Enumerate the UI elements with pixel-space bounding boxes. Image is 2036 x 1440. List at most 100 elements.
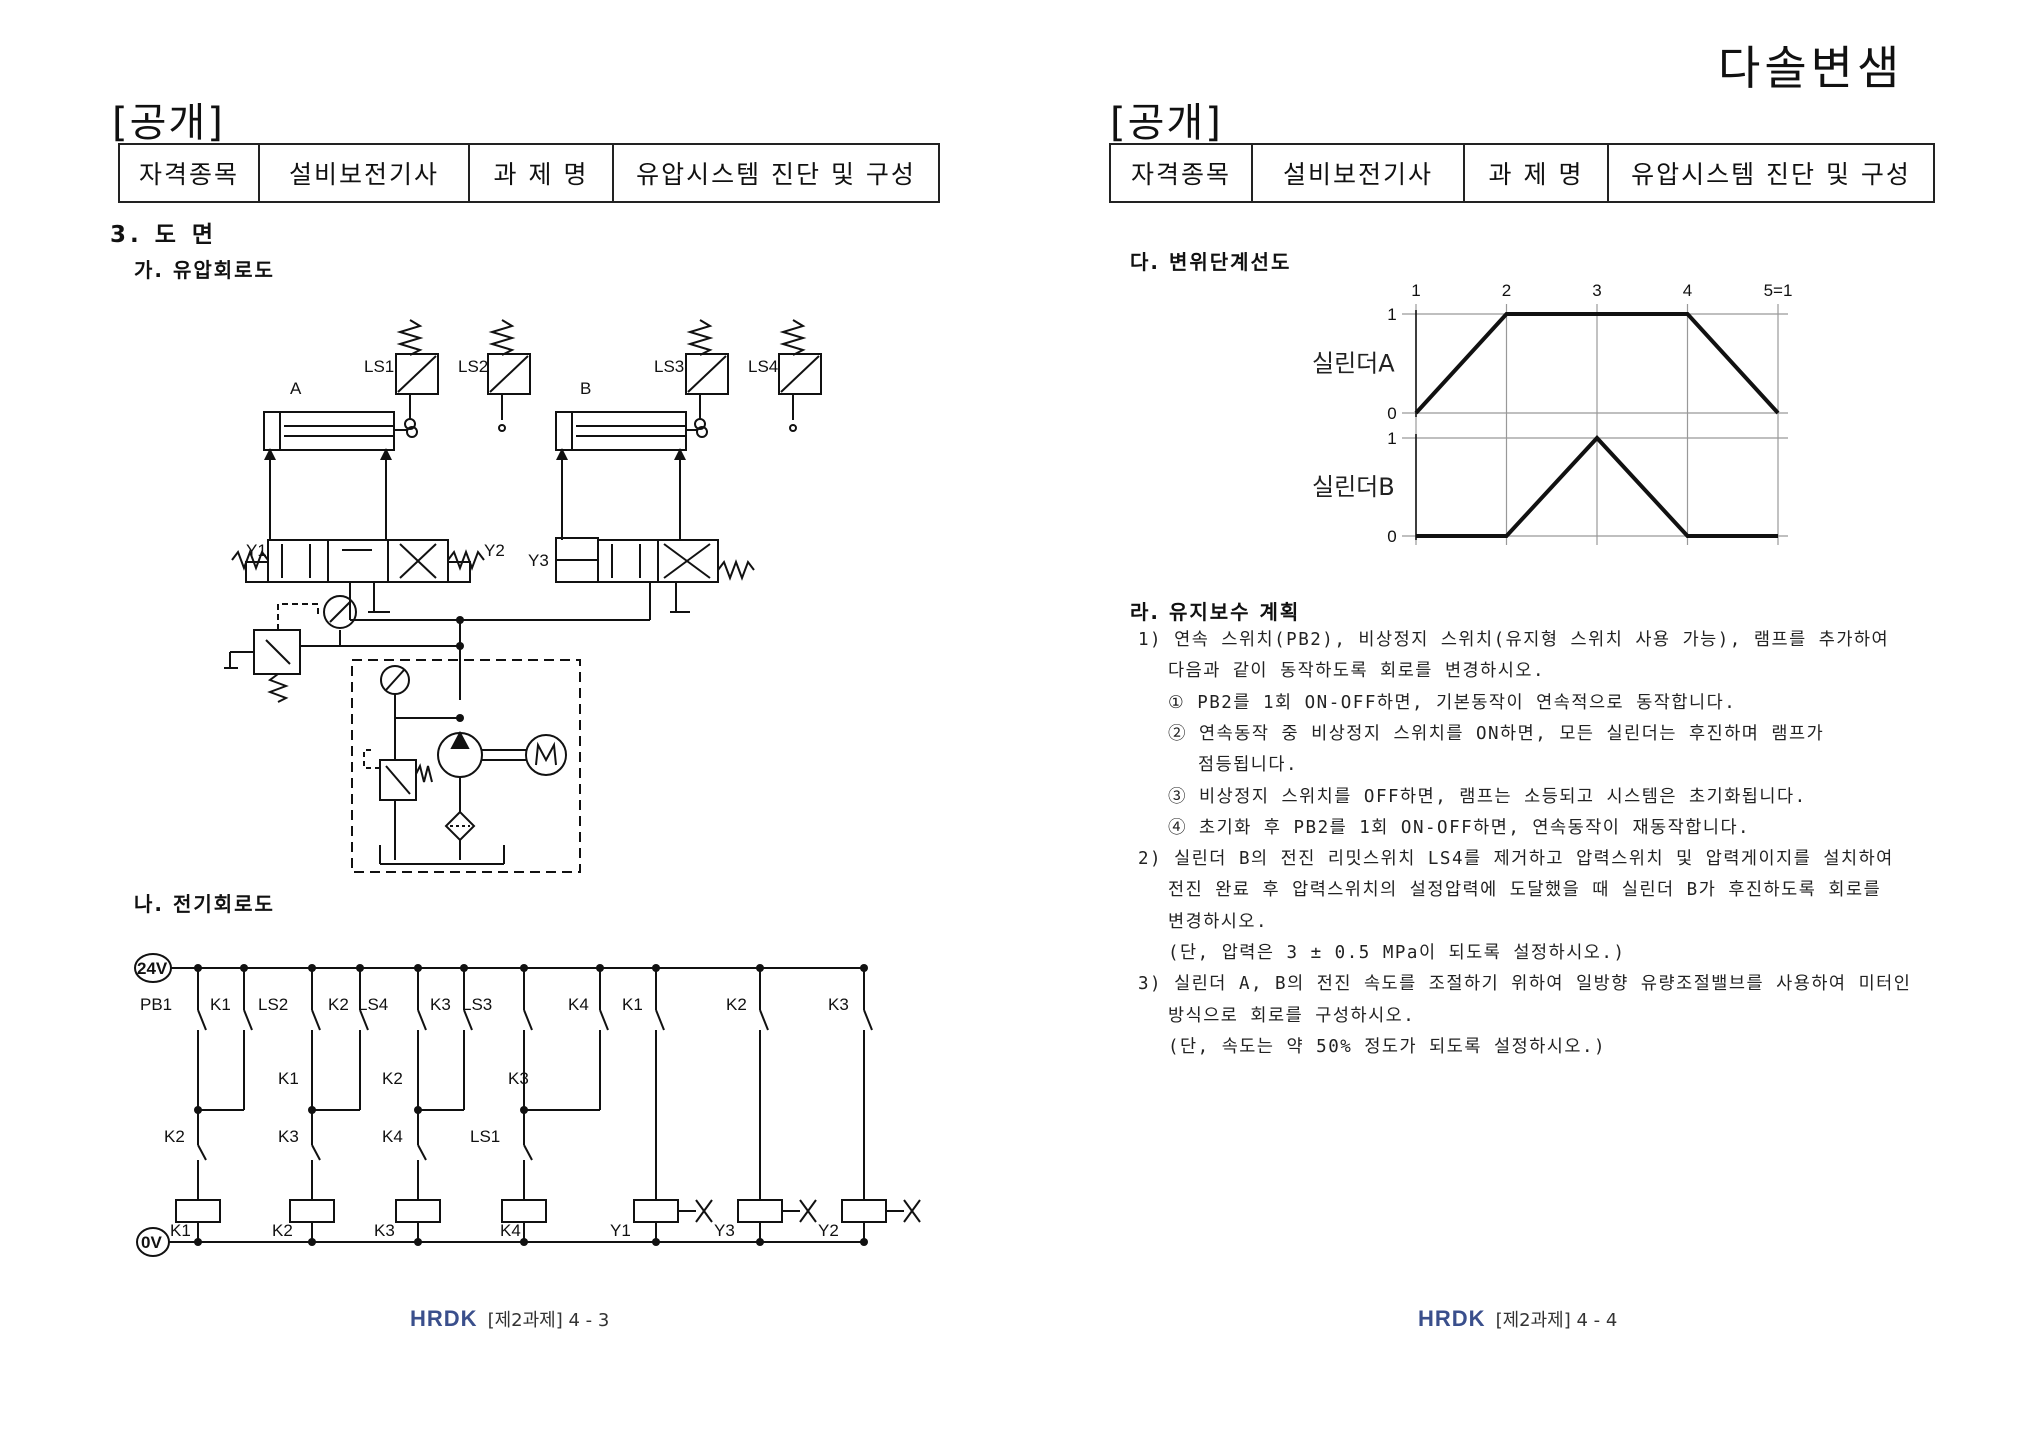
displacement-step-chart: 1 2 3 4 5=1 1 0 실린더A 1 0 실린더B xyxy=(1312,281,1793,546)
label-k3-c: K3 xyxy=(278,1127,299,1146)
section-tag: [공개] xyxy=(1110,100,1223,146)
header-cell-task-label: 과 제 명 xyxy=(468,143,614,203)
footer-right: HRDK [제2과제] 4 - 4 xyxy=(1418,1306,1617,1332)
cylinder-a-symbol xyxy=(263,411,418,500)
label-24v: 24V xyxy=(137,959,168,978)
limit-switch-ls2-symbol xyxy=(487,319,531,432)
limit-switch-ls3-symbol xyxy=(685,319,729,430)
label-ls2: LS2 xyxy=(458,357,488,376)
label-ls1: LS1 xyxy=(364,357,394,376)
page-left: [공개] 자격종목 설비보전기사 과 제 명 유압시스템 진단 및 구성 3. … xyxy=(110,100,940,1332)
header-cell-task-label: 과 제 명 xyxy=(1463,143,1609,203)
series-line-cylinder-b xyxy=(1416,435,1778,538)
label-pb1: PB1 xyxy=(140,995,172,1014)
label-k3-coil: K3 xyxy=(374,1221,395,1240)
maintenance-line: 2) 실린더 B의 전진 리밋스위치 LS4를 제거하고 압력스위치 및 압력게… xyxy=(1138,849,1894,870)
header-cell-task-name: 유압시스템 진단 및 구성 xyxy=(1607,143,1935,203)
label-ls2: LS2 xyxy=(258,995,288,1014)
footer-page-number: [제2과제] 4 - 3 xyxy=(487,1310,610,1331)
x-tick-label: 4 xyxy=(1683,281,1692,300)
label-cylinder-a: A xyxy=(290,379,302,398)
maintenance-line: ③ 비상정지 스위치를 OFF하면, 램프는 소등되고 시스템은 초기화됩니다. xyxy=(1168,786,1807,807)
label-k1-b: K1 xyxy=(278,1069,299,1088)
maintenance-line: ④ 초기화 후 PB2를 1회 ON-OFF하면, 연속동작이 재동작합니다. xyxy=(1168,817,1751,838)
hydraulic-circuit-diagram: A B LS1 LS2 LS3 LS4 Y1 Y2 Y3 xyxy=(224,319,822,873)
maintenance-line: 다음과 같이 동작하도록 회로를 변경하시오. xyxy=(1168,661,1545,682)
header-cell-qualification: 설비보전기사 xyxy=(258,143,470,203)
valve-a-symbol xyxy=(231,500,485,620)
label-k2-c: K2 xyxy=(164,1127,185,1146)
label-ls1: LS1 xyxy=(470,1127,500,1146)
hrdk-logo: HRDK xyxy=(1418,1306,1486,1331)
label-y3-coil: Y3 xyxy=(714,1221,735,1240)
page-right: [공개] 자격종목 설비보전기사 과 제 명 유압시스템 진단 및 구성 다. … xyxy=(1018,0,2036,1440)
label-k1-coil: K1 xyxy=(170,1221,191,1240)
label-k1-y1: K1 xyxy=(622,995,643,1014)
footer-page-number: [제2과제] 4 - 4 xyxy=(1495,1310,1618,1331)
y-tick-label: 0 xyxy=(1387,404,1396,423)
header-table: 자격종목 설비보전기사 과 제 명 유압시스템 진단 및 구성 xyxy=(118,143,940,203)
header-cell-qualification: 설비보전기사 xyxy=(1251,143,1465,203)
series-label: 실린더B xyxy=(1312,473,1395,501)
label-k4-contact: K4 xyxy=(568,995,589,1014)
label-ls4: LS4 xyxy=(358,995,388,1014)
x-tick-label: 1 xyxy=(1411,281,1420,300)
valve-b-symbol xyxy=(555,500,755,620)
section-title: 3. 도 면 xyxy=(110,222,218,248)
limit-switch-ls4-symbol xyxy=(778,319,822,432)
label-k1-contact: K1 xyxy=(210,995,231,1014)
label-k3-y2: K3 xyxy=(828,995,849,1014)
y-tick-label: 1 xyxy=(1387,305,1396,324)
label-k3-contact: K3 xyxy=(430,995,451,1014)
label-0v: 0V xyxy=(141,1233,162,1252)
limit-switch-ls1-symbol xyxy=(395,319,439,430)
hrdk-logo: HRDK xyxy=(410,1306,478,1331)
y-tick-label: 0 xyxy=(1387,527,1396,546)
x-tick-label: 2 xyxy=(1502,281,1511,300)
maintenance-line: 3) 실린더 A, B의 전진 속도를 조절하기 위하여 일방향 유량조절밸브를… xyxy=(1138,974,1912,995)
label-y2-coil: Y2 xyxy=(818,1221,839,1240)
x-tick-label: 3 xyxy=(1592,281,1601,300)
maintenance-line: 1) 연속 스위치(PB2), 비상정지 스위치(유지형 스위치 사용 가능),… xyxy=(1138,630,1890,650)
label-k4-c: K4 xyxy=(382,1127,403,1146)
label-k2-coil: K2 xyxy=(272,1221,293,1240)
label-ls3: LS3 xyxy=(654,357,684,376)
label-cylinder-b: B xyxy=(580,379,591,398)
label-y1: Y1 xyxy=(246,541,267,560)
hydraulic-title: 가. 유압회로도 xyxy=(134,258,275,282)
header-cell-task-name: 유압시스템 진단 및 구성 xyxy=(612,143,940,203)
maintenance-line: 점등됩니다. xyxy=(1198,755,1299,776)
maintenance-line: 변경하시오. xyxy=(1168,911,1269,932)
maintenance-title: 라. 유지보수 계획 xyxy=(1130,600,1301,624)
footer-left: HRDK [제2과제] 4 - 3 xyxy=(410,1306,609,1332)
maintenance-line: ② 연속동작 중 비상정지 스위치를 ON하면, 모든 실린더는 후진하며 램프… xyxy=(1168,723,1825,744)
brand-title: 다솔변샘 xyxy=(1718,41,1904,95)
electric-title: 나. 전기회로도 xyxy=(134,892,275,916)
header-cell-category: 자격종목 xyxy=(118,143,260,203)
label-y3: Y3 xyxy=(528,551,549,570)
label-y2: Y2 xyxy=(484,541,505,560)
maintenance-line: (단, 속도는 약 50% 정도가 되도록 설정하시오.) xyxy=(1168,1036,1607,1057)
label-k2-contact: K2 xyxy=(328,995,349,1014)
label-ls4: LS4 xyxy=(748,357,778,376)
series-label: 실린더A xyxy=(1312,350,1395,378)
maintenance-line: ① PB2를 1회 ON-OFF하면, 기본동작이 연속적으로 동작합니다. xyxy=(1168,692,1737,713)
maintenance-line: (단, 압력은 3 ± 0.5 MPa이 되도록 설정하시오.) xyxy=(1168,943,1626,963)
label-k2-y3: K2 xyxy=(726,995,747,1014)
cylinder-b-symbol xyxy=(555,411,708,500)
label-k2-b: K2 xyxy=(382,1069,403,1088)
series-line-cylinder-a xyxy=(1414,312,1780,415)
header-table: 자격종목 설비보전기사 과 제 명 유압시스템 진단 및 구성 xyxy=(1109,143,1935,203)
x-tick-label: 5=1 xyxy=(1764,281,1793,300)
maintenance-line: 전진 완료 후 압력스위치의 설정압력에 도달했을 때 실린더 B가 후진하도록… xyxy=(1168,880,1882,901)
y-tick-label: 1 xyxy=(1387,429,1396,448)
header-cell-category: 자격종목 xyxy=(1109,143,1253,203)
section-tag: [공개] xyxy=(112,100,225,146)
label-ls3: LS3 xyxy=(462,995,492,1014)
label-k3-b: K3 xyxy=(508,1069,529,1088)
displacement-title: 다. 변위단계선도 xyxy=(1130,250,1292,274)
label-k4-coil: K4 xyxy=(500,1221,521,1240)
maintenance-line: 방식으로 회로를 구성하시오. xyxy=(1168,1005,1416,1026)
electric-circuit-diagram: 24V 0V PB1 K1 LS2 K2 LS4 K3 LS3 K4 K1 K2… xyxy=(134,953,921,1257)
label-y1-coil: Y1 xyxy=(610,1221,631,1240)
